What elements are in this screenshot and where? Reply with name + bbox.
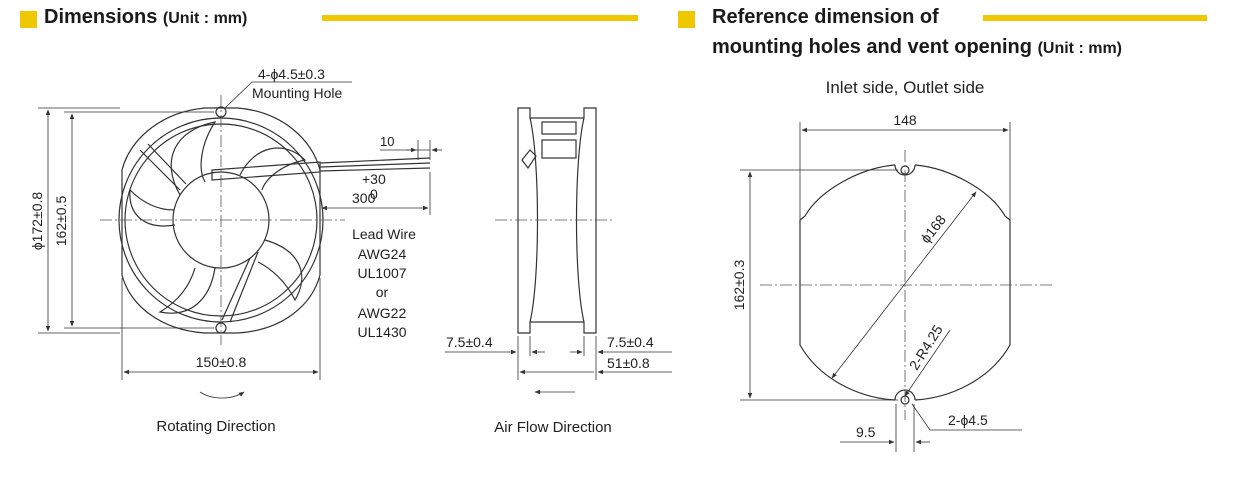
side-housing-outline [575, 107, 597, 334]
lead-wire [319, 167, 431, 172]
fan-blade [239, 147, 307, 191]
reference-height-dim: 162±0.3 [731, 260, 747, 311]
side-wire-clip [521, 149, 537, 170]
mounting-hole-label: 4-ϕ4.5±0.3 [258, 66, 325, 82]
heading-marker-left [20, 11, 37, 28]
air-flow-caption: Air Flow Direction [494, 419, 612, 436]
depth-dim: 51±0.8 [607, 355, 650, 371]
fan-blade [129, 188, 176, 227]
reference-diameter-dim: ϕ168 [917, 212, 949, 247]
reference-title-line2: mounting holes and vent opening [712, 36, 1032, 58]
hole-pitch-dim: 162±0.5 [53, 196, 69, 247]
dimensions-unit: (Unit : mm) [162, 10, 248, 27]
width-dim: 150±0.8 [196, 354, 247, 370]
rotating-direction-caption: Rotating Direction [156, 418, 275, 435]
mounting-hole-caption: Mounting Hole [252, 85, 342, 101]
side-connector-block [541, 121, 577, 135]
wire-end-dim: 10 [380, 134, 394, 149]
fan-spoke [139, 149, 181, 191]
fan-blade [257, 239, 303, 302]
side-connector-block [541, 139, 577, 159]
lead-wire [319, 162, 431, 168]
dimensions-heading: Dimensions (Unit : mm) [44, 6, 247, 29]
fan-blade [170, 121, 217, 196]
right-flange-dim: 7.5±0.4 [607, 334, 654, 350]
wire-length-dim: 300 [352, 190, 376, 206]
reference-heading-line2: mounting holes and vent opening (Unit : … [712, 36, 1122, 59]
reference-subtitle: Inlet side, Outlet side [826, 78, 985, 97]
lead-wire-line: AWG22 [358, 305, 407, 321]
heading-rule-right [983, 15, 1207, 21]
front-centerlines [100, 95, 345, 345]
lead-wire-line: or [376, 284, 389, 300]
reference-width-dim: 148 [893, 112, 917, 128]
lead-wire [319, 157, 431, 164]
lead-wire-line: Lead Wire [352, 226, 416, 242]
left-flange-dim: 7.5±0.4 [446, 334, 493, 350]
reference-centerlines [760, 150, 1055, 420]
front-dimension-lines [38, 81, 442, 399]
dimensions-title: Dimensions [44, 6, 158, 28]
heading-marker-right [678, 11, 695, 28]
fan-housing-outline [121, 107, 321, 334]
lead-wire-line: UL1007 [357, 265, 406, 281]
side-view [517, 107, 597, 334]
fan-spoke [147, 143, 187, 185]
reference-unit: (Unit : mm) [1037, 40, 1122, 57]
wire-tol-plus: +30 [362, 171, 386, 187]
side-dimension-lines [445, 336, 672, 395]
fan-blade [158, 267, 216, 314]
lead-wire-line: UL1430 [357, 324, 406, 340]
wire-tol-minus: 0 [370, 186, 378, 202]
lead-wire-line: AWG24 [358, 246, 407, 262]
reference-offset-dim: 9.5 [856, 424, 876, 440]
reference-heading-line1: Reference dimension of [712, 6, 939, 28]
fan-spoke [229, 251, 259, 323]
side-housing-outline [517, 107, 539, 334]
lead-wire-spec: Lead Wire AWG24 UL1007 or AWG22 UL1430 [352, 226, 416, 340]
reference-hole-dim: 2-ϕ4.5 [948, 412, 988, 428]
fan-spoke [221, 257, 251, 321]
heading-rule-left [322, 15, 638, 21]
outer-diameter-dim: ϕ172±0.8 [29, 192, 45, 251]
reference-dimension-lines [740, 122, 1022, 452]
lead-wire-housing [211, 161, 321, 181]
